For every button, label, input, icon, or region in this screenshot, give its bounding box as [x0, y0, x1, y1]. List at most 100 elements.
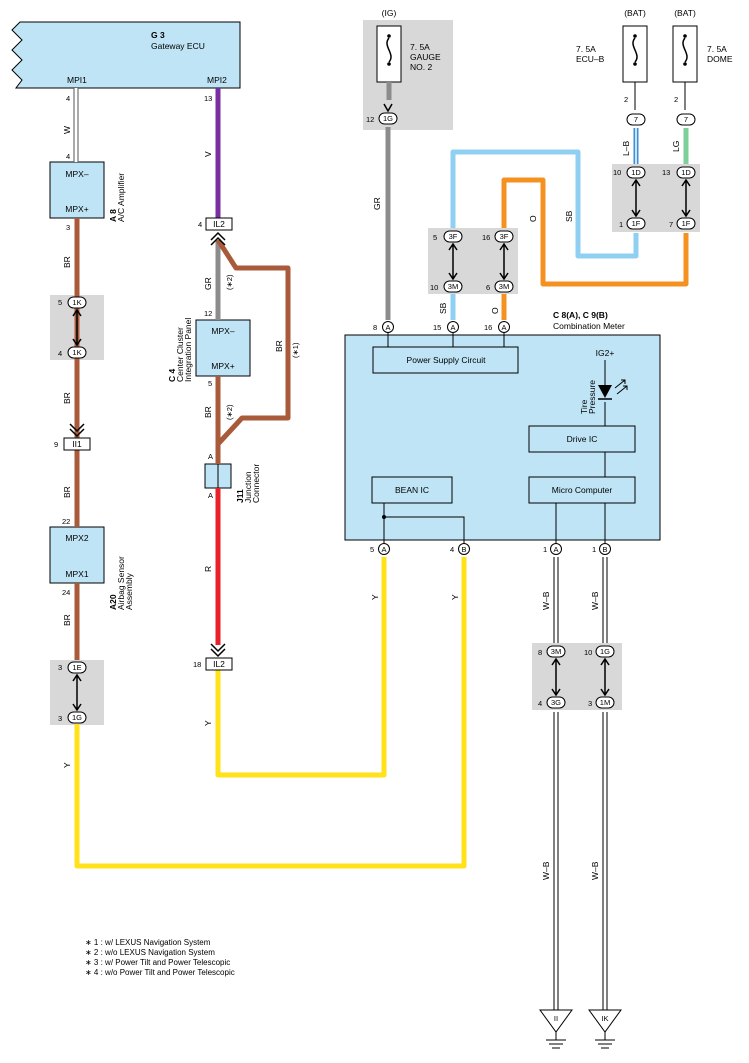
pin-number: 24 — [62, 588, 70, 597]
pin-number: 2 — [674, 95, 678, 104]
pill-1f-left: 1F — [626, 217, 646, 230]
wire-mark: (∗2) — [225, 274, 234, 290]
pill-3m-right: 3M — [494, 280, 514, 293]
pill-3m-wb: 3M — [546, 645, 566, 658]
pin-number: 4 — [538, 699, 542, 708]
pin-number: 1 — [543, 545, 547, 554]
meter-name: Combination Meter — [553, 321, 625, 331]
ground-icon — [539, 1009, 573, 1049]
double-arrow-icon — [681, 178, 691, 218]
wire-label: BR — [62, 256, 72, 268]
drive-ic-box — [528, 425, 636, 453]
ecub-fuse-line1: 7. 5A — [576, 44, 596, 54]
wire-label: BR — [274, 340, 284, 352]
wire-label: Y — [203, 720, 213, 726]
svg-text:3F: 3F — [500, 232, 509, 241]
cluster-pin-bottom: MPX+ — [211, 361, 234, 371]
drive-ic-label: Drive IC — [567, 434, 598, 444]
tire-pressure-line2: Pressure — [587, 380, 597, 414]
wire-yellow-lower — [74, 557, 467, 869]
ground-ii-label: II — [554, 1014, 558, 1023]
wire-wb-a — [553, 557, 559, 1010]
ac-amp-pin-top: MPX– — [65, 169, 88, 179]
wire-label: R — [203, 566, 213, 572]
pill-1e: 1E — [67, 661, 87, 674]
svg-text:1G: 1G — [600, 647, 610, 656]
double-arrow-icon — [631, 178, 641, 218]
ecub-fuse-source: (BAT) — [624, 8, 646, 18]
footnotes: ∗ 1 : w/ LEXUS Navigation System ∗ 2 : w… — [85, 938, 235, 978]
wire-label: W–B — [590, 861, 600, 880]
wire-label: SB — [438, 302, 448, 314]
cluster-name-line2: Integration Panel — [183, 318, 193, 382]
pin-number: 16 — [482, 233, 490, 242]
airbag-pin-top: MPX2 — [65, 533, 88, 543]
ac-amp-pin-bottom: MPX+ — [65, 204, 88, 214]
chevron-icon — [210, 643, 226, 658]
connector-il2-bottom — [205, 657, 233, 671]
wire-label: BR — [203, 406, 213, 418]
junction-pin-bottom: A — [208, 491, 213, 500]
power-supply-box — [372, 346, 519, 374]
pill-7-ecub: 7 — [626, 113, 646, 126]
gauge-fuse-line3: NO. 2 — [410, 62, 432, 72]
svg-text:A: A — [553, 545, 558, 554]
wire-mark: (∗2) — [225, 404, 234, 420]
gauge-fuse-symbol — [376, 25, 402, 100]
pill-1g-wb: 1G — [595, 645, 615, 658]
svg-text:3G: 3G — [551, 698, 561, 707]
pill-7-dome: 7 — [676, 113, 696, 126]
svg-text:A: A — [381, 545, 386, 554]
dome-fuse-line1: 7. 5A — [707, 44, 727, 54]
wire-label: Y — [450, 594, 460, 600]
pin-number: 5 — [208, 379, 212, 388]
bean-ic-box — [371, 476, 453, 504]
svg-text:3M: 3M — [448, 282, 458, 291]
dome-fuse-symbol — [672, 25, 698, 110]
wire-label: GR — [372, 197, 382, 210]
svg-text:1F: 1F — [632, 219, 641, 228]
svg-text:1D: 1D — [681, 168, 691, 177]
footnote: ∗ 1 : w/ LEXUS Navigation System — [85, 938, 211, 947]
svg-text:1K: 1K — [72, 298, 81, 307]
double-arrow-icon — [448, 242, 458, 281]
meter-internal-lines — [383, 333, 606, 543]
pin-number: 8 — [538, 648, 542, 657]
pin-number: 10 — [584, 648, 592, 657]
cluster-pin-top: MPX– — [211, 326, 234, 336]
wire-label: GR — [203, 277, 213, 290]
pill-1d-right: 1D — [676, 166, 696, 179]
power-supply-label: Power Supply Circuit — [407, 355, 487, 365]
ground-icon — [588, 1009, 622, 1049]
footnote: ∗ 4 : w/o Power Tilt and Power Telescopi… — [85, 968, 235, 977]
pill-3m-left: 3M — [443, 280, 463, 293]
junction-name-line2: Connector — [251, 464, 261, 503]
wire-label: W — [62, 126, 72, 134]
dome-fuse-line2: DOME — [707, 54, 733, 64]
double-arrow-icon — [551, 657, 561, 697]
meter-terminal-16: A — [498, 321, 510, 333]
svg-text:1K: 1K — [72, 348, 81, 357]
meter-terminal-15: A — [447, 321, 459, 333]
connector-ii1 — [63, 437, 91, 451]
svg-text:A: A — [501, 323, 506, 332]
pin-number: 16 — [484, 323, 492, 332]
pin-number: 9 — [54, 440, 58, 449]
wire-label: Y — [370, 594, 380, 600]
pill-1d-left: 1D — [626, 166, 646, 179]
svg-text:1D: 1D — [631, 168, 641, 177]
pin-number: 5 — [58, 298, 62, 307]
pin-number: 3 — [58, 714, 62, 723]
ac-amp-code: A 8 — [108, 209, 118, 222]
pin-number: 18 — [193, 660, 201, 669]
junction-code: J11 — [235, 489, 245, 503]
gauge-fuse-line2: GAUGE — [410, 52, 441, 62]
pin-number: 4 — [198, 220, 202, 229]
wire-label: W–B — [541, 591, 551, 610]
pin-number: 15 — [433, 323, 441, 332]
ecub-fuse-symbol — [622, 25, 648, 110]
gateway-name: Gateway ECU — [151, 41, 205, 51]
gateway-code: G 3 — [151, 30, 165, 40]
svg-text:B: B — [461, 545, 466, 554]
